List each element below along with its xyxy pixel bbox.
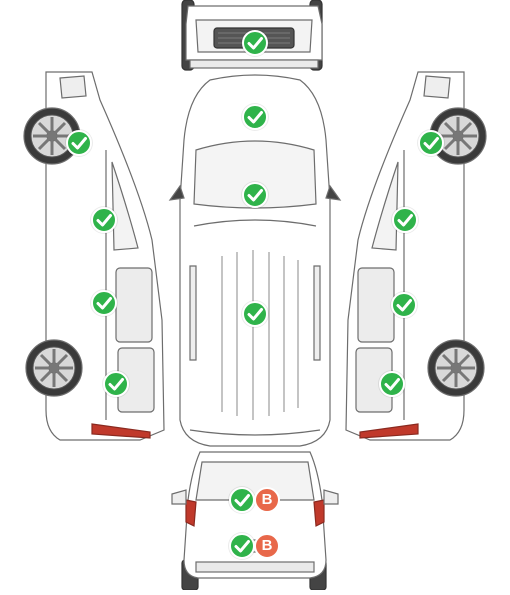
check-icon [247, 111, 263, 124]
rear-view-check-marker[interactable] [229, 533, 255, 559]
top-view-check-marker[interactable] [242, 104, 268, 130]
right-side-view [345, 71, 488, 441]
right-side-view-check-marker[interactable] [391, 292, 417, 318]
left-side-view-check-marker[interactable] [91, 290, 117, 316]
check-icon [71, 137, 87, 150]
left-side-view-check-marker[interactable] [66, 130, 92, 156]
check-icon [423, 137, 439, 150]
check-icon [247, 37, 263, 50]
check-icon [247, 308, 263, 321]
check-icon [108, 378, 124, 391]
rear-view-check-marker[interactable] [229, 487, 255, 513]
check-icon [234, 494, 250, 507]
top-view-check-marker[interactable] [242, 301, 268, 327]
check-icon [96, 297, 112, 310]
check-icon [96, 214, 112, 227]
left-side-view-check-marker[interactable] [103, 371, 129, 397]
top-view [168, 74, 342, 447]
left-side-view [22, 71, 165, 441]
check-icon [397, 214, 413, 227]
top-view-check-marker[interactable] [242, 182, 268, 208]
right-side-view-check-marker[interactable] [392, 207, 418, 233]
check-icon [396, 299, 412, 312]
rear-view-damage-badge[interactable]: B [254, 533, 280, 559]
check-icon [234, 540, 250, 553]
left-side-view-check-marker[interactable] [91, 207, 117, 233]
check-icon [247, 189, 263, 202]
rear-view-damage-badge[interactable]: B [254, 487, 280, 513]
right-side-view-check-marker[interactable] [418, 130, 444, 156]
check-icon [384, 378, 400, 391]
front-view-check-marker[interactable] [242, 30, 268, 56]
rear-view [171, 451, 339, 591]
right-side-view-check-marker[interactable] [379, 371, 405, 397]
